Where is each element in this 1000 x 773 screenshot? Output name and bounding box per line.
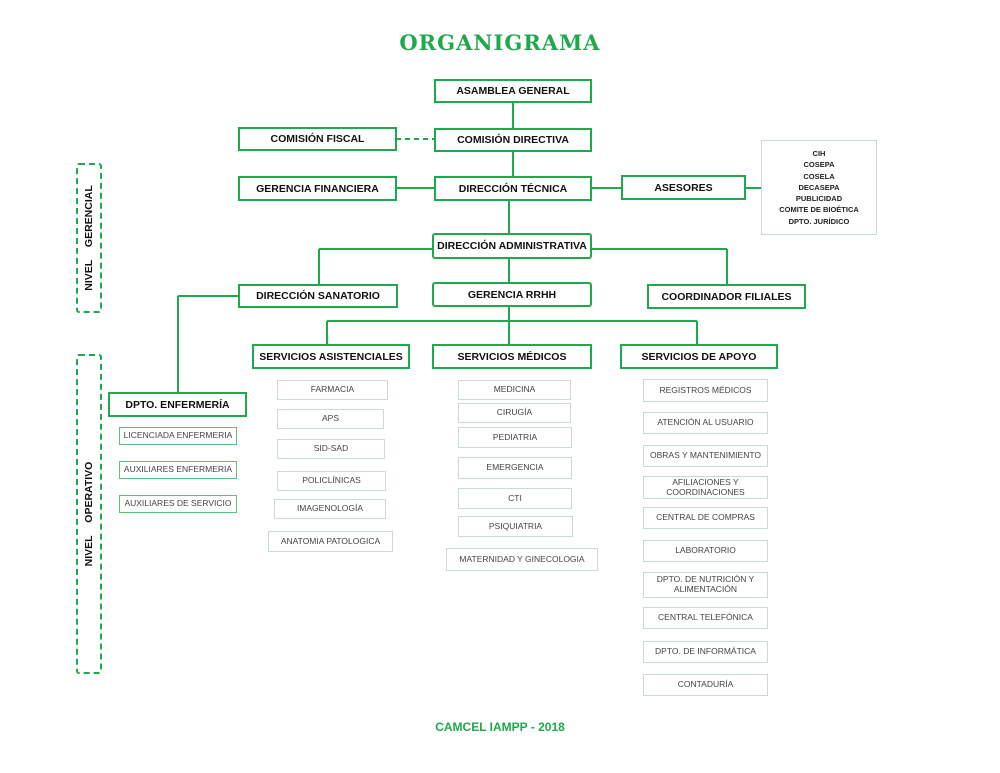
direccion-sanatorio-box: DIRECCIÓN SANATORIO [238, 284, 398, 308]
footer-credit: CAMCEL IAMPP - 2018 [435, 720, 565, 734]
medicos-item: CIRUGÍA [458, 403, 571, 423]
asistenciales-item: POLICLÍNICAS [277, 471, 386, 491]
comision-directiva-box: COMISIÓN DIRECTIVA [434, 128, 592, 152]
nivel-operativo-label: NIVEL OPERATIVO [83, 461, 95, 567]
asesores-box: ASESORES [621, 175, 746, 200]
asamblea-general-box: ASAMBLEA GENERAL [434, 79, 592, 103]
apoyo-item: OBRAS Y MANTENIMIENTO [643, 445, 768, 467]
direccion-tecnica-box: DIRECCIÓN TÉCNICA [434, 176, 592, 201]
medicos-item: MEDICINA [458, 380, 571, 400]
coordinador-filiales-box: COORDINADOR FILIALES [647, 284, 806, 309]
apoyo-item: ATENCIÓN AL USUARIO [643, 412, 768, 434]
advisor-item: COSEPA [803, 160, 835, 170]
advisors-list: CIH COSEPA COSELA DECASEPA PUBLICIDAD CO… [761, 140, 877, 235]
apoyo-item: LABORATORIO [643, 540, 768, 562]
asistenciales-item: APS [277, 409, 384, 429]
apoyo-item: DPTO. DE INFORMÁTICA [643, 641, 768, 663]
gerencia-rrhh-box: GERENCIA RRHH [432, 282, 592, 307]
direccion-administrativa-box: DIRECCIÓN ADMINISTRATIVA [432, 233, 592, 259]
page-title: ORGANIGRAMA [399, 30, 601, 55]
apoyo-item: CENTRAL TELEFÓNICA [643, 607, 768, 629]
asistenciales-item: FARMACIA [277, 380, 388, 400]
apoyo-item: REGISTROS MÉDICOS [643, 379, 768, 402]
asistenciales-item: ANATOMIA PATOLOGICA [268, 531, 393, 552]
medicos-item: MATERNIDAD Y GINECOLOGIA [446, 548, 598, 571]
apoyo-item: DPTO. DE NUTRICIÓN Y ALIMENTACIÓN [643, 572, 768, 598]
enfermeria-item: LICENCIADA ENFERMERIA [119, 427, 237, 445]
medicos-item: PSIQUIATRIA [458, 516, 573, 537]
nivel-operativo-frame [76, 354, 102, 674]
nivel-gerencial-label: NIVEL GERENCIAL [83, 185, 95, 291]
dpto-enfermeria-box: DPTO. ENFERMERÍA [108, 392, 247, 417]
medicos-item: EMERGENCIA [458, 457, 572, 479]
asistenciales-item: IMAGENOLOGÍA [274, 499, 386, 519]
apoyo-item: CONTADURÍA [643, 674, 768, 696]
servicios-asistenciales-box: SERVICIOS ASISTENCIALES [252, 344, 410, 369]
comision-fiscal-box: COMISIÓN FISCAL [238, 127, 397, 151]
advisor-item: DECASEPA [798, 182, 840, 192]
enfermeria-item: AUXILIARES ENFERMERIA [119, 461, 237, 479]
advisor-item: COSELA [803, 171, 835, 181]
servicios-medicos-box: SERVICIOS MÉDICOS [432, 344, 592, 369]
advisor-item: DPTO. JURÍDICO [788, 216, 850, 226]
advisor-item: COMITE DE BIOÉTICA [779, 205, 859, 215]
advisor-item: CIH [812, 149, 826, 159]
medicos-item: CTI [458, 488, 572, 509]
asistenciales-item: SID-SAD [277, 439, 385, 459]
servicios-apoyo-box: SERVICIOS DE APOYO [620, 344, 778, 369]
medicos-item: PEDIATRIA [458, 427, 572, 448]
enfermeria-item: AUXILIARES DE SERVICIO [119, 495, 237, 513]
apoyo-item: CENTRAL DE COMPRAS [643, 507, 768, 529]
apoyo-item: AFILIACIONES Y COORDINACIONES [643, 476, 768, 499]
nivel-gerencial-frame [76, 163, 102, 313]
gerencia-financiera-box: GERENCIA FINANCIERA [238, 176, 397, 201]
advisor-item: PUBLICIDAD [795, 194, 843, 204]
